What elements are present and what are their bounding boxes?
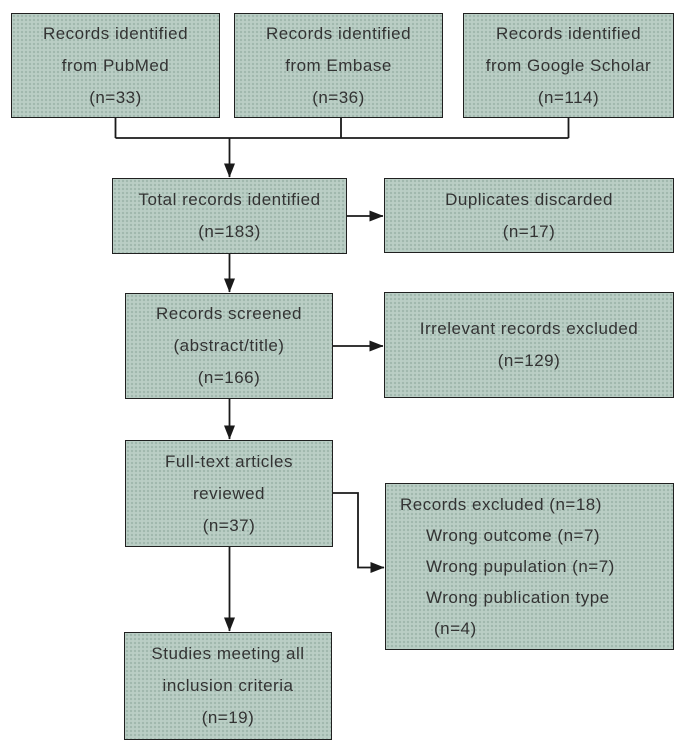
box-text-line: (n=37) xyxy=(202,515,256,535)
box-text-line: Irrelevant records excluded xyxy=(419,319,639,338)
arrow-fulltext-to-excluded xyxy=(333,492,385,573)
box-text-line: Records excluded (n=18) xyxy=(400,495,602,514)
connector-sources-merge xyxy=(114,118,570,139)
box-text-line: Wrong pupulation (n=7) xyxy=(426,557,615,576)
box-text-line: (n=17) xyxy=(502,221,556,241)
box-text-line: Studies meeting all xyxy=(151,644,305,663)
box-total-records: Total records identified (n=183) xyxy=(112,178,347,254)
box-text-line: Wrong publication type xyxy=(426,588,610,607)
box-text-line: (n=33) xyxy=(89,87,142,107)
box-studies-included: Studies meeting all inclusion criteria (… xyxy=(124,632,332,740)
box-fulltext-reviewed: Full-text articles reviewed (n=37) xyxy=(125,440,333,547)
box-text-line: from PubMed xyxy=(61,55,170,75)
box-duplicates-discarded: Duplicates discarded (n=17) xyxy=(384,178,674,253)
box-text-line: Records identified xyxy=(265,23,412,43)
box-text-line: (n=19) xyxy=(201,708,255,727)
box-text-line: Wrong outcome (n=7) xyxy=(426,526,601,545)
box-records-embase: Records identified from Embase (n=36) xyxy=(234,13,443,118)
box-text-line: from Google Scholar xyxy=(485,55,652,75)
box-text-line: (n=183) xyxy=(198,222,261,241)
box-records-pubmed: Records identified from PubMed (n=33) xyxy=(11,13,220,118)
box-text-line: reviewed xyxy=(192,483,266,503)
box-text-line: inclusion criteria xyxy=(162,676,294,695)
box-records-excluded: Records excluded (n=18) Wrong outcome (n… xyxy=(385,483,674,650)
box-text-line: (n=166) xyxy=(197,368,261,387)
box-text-line: Full-text articles xyxy=(164,451,294,471)
box-text-line: Duplicates discarded xyxy=(445,189,613,209)
box-text-line: Total records identified xyxy=(138,190,321,209)
box-text-line: (n=129) xyxy=(497,351,561,370)
box-records-screened: Records screened (abstract/title) (n=166… xyxy=(125,293,333,399)
box-text-line: Records screened xyxy=(156,304,302,323)
box-text-line: (n=4) xyxy=(434,619,477,638)
box-records-google-scholar: Records identified from Google Scholar (… xyxy=(463,13,674,118)
box-text-line: from Embase xyxy=(285,55,392,75)
box-text-line: (abstract/title) xyxy=(173,336,285,355)
box-text-line: (n=36) xyxy=(312,87,365,107)
box-irrelevant-excluded: Irrelevant records excluded (n=129) xyxy=(384,292,674,398)
box-text-line: Records identified xyxy=(495,23,642,43)
box-text-line: (n=114) xyxy=(537,87,600,107)
box-text-line: Records identified xyxy=(42,23,189,43)
